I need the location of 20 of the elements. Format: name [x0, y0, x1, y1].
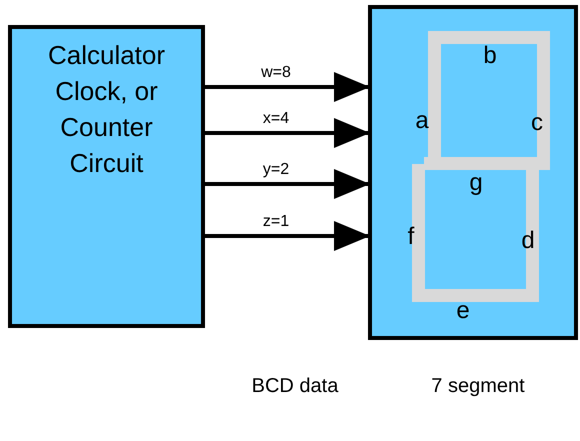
segment-letter: g: [468, 169, 484, 197]
arrow: [205, 72, 370, 102]
edge-label: x=4: [262, 110, 290, 128]
segment-letter: b: [482, 42, 498, 70]
edge-label: w=8: [260, 64, 292, 82]
arrow: [205, 118, 370, 148]
arrow: [205, 169, 370, 199]
edge-label: z=1: [262, 213, 290, 231]
arrow: [205, 221, 370, 251]
segment-letter: e: [455, 297, 471, 325]
segment-letter: d: [520, 227, 536, 255]
caption-text: BCD data: [250, 374, 340, 399]
segment-letter: a: [414, 107, 430, 135]
edge-label: y=2: [262, 161, 290, 179]
source-box: [8, 25, 205, 328]
segment-letter: c: [530, 109, 544, 137]
segment-letter: f: [406, 223, 416, 251]
box-text: Calculator Clock, or Counter Circuit: [46, 39, 166, 180]
caption-text: 7 segment: [430, 374, 526, 399]
display-panel: [368, 5, 578, 340]
